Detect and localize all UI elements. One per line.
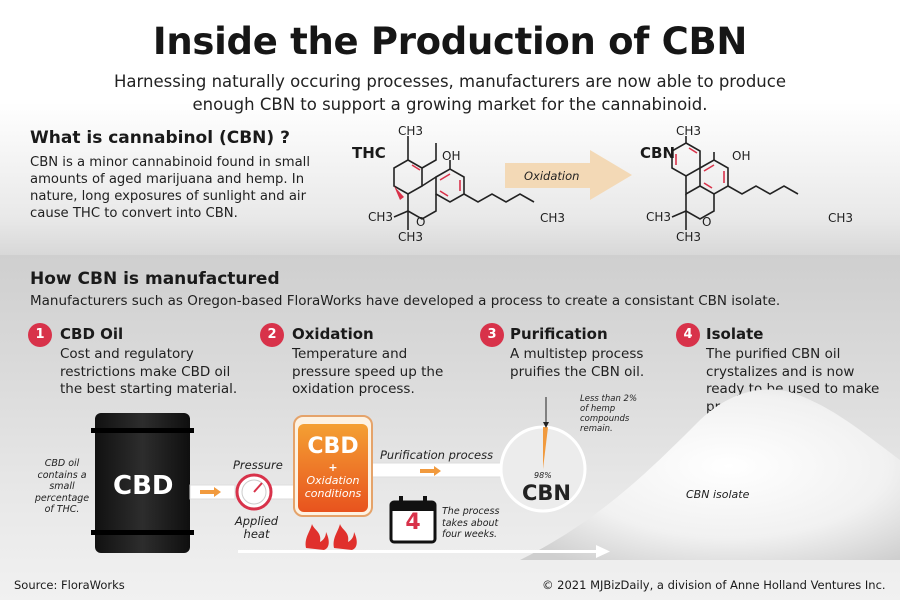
step-3-title: Purification bbox=[510, 325, 608, 343]
step-1-number: 1 bbox=[28, 323, 52, 347]
thc-ch3-left: CH3 bbox=[368, 210, 394, 224]
step-3-body: A multistep process pruifies the CBN oil… bbox=[510, 346, 645, 380]
step-4-number: 4 bbox=[676, 323, 700, 347]
cbn-ch3-top: CH3 bbox=[676, 124, 702, 138]
cbn-ch3-chain: CH3 bbox=[828, 211, 854, 225]
step-2-title: Oxidation bbox=[292, 325, 374, 343]
tank-plus: + bbox=[328, 461, 338, 474]
calendar-digit: 4 bbox=[405, 510, 421, 535]
thc-o: O bbox=[416, 215, 426, 229]
tank-subtext: Oxidation conditions bbox=[304, 474, 362, 500]
cbn-oh: OH bbox=[732, 149, 751, 163]
page-subtitle: Harnessing naturally occuring processes,… bbox=[114, 72, 786, 114]
step-2-body: Temperature and pressure speed up the ox… bbox=[292, 346, 444, 397]
what-is-body: CBN is a minor cannabinoid found in smal… bbox=[30, 155, 311, 221]
cbn-ch3-left: CH3 bbox=[646, 210, 672, 224]
pressure-label: Pressure bbox=[233, 458, 283, 472]
step-1-body: Cost and regulatory restrictions make CB… bbox=[60, 346, 238, 397]
step-2-number: 2 bbox=[260, 323, 284, 347]
cbn-label: CBN bbox=[640, 144, 675, 162]
tank-label: CBD bbox=[307, 434, 359, 459]
step-4-body: The purified CBN oil crystalizes and is … bbox=[706, 346, 880, 415]
cbn-o: O bbox=[702, 215, 712, 229]
oxidation-arrow-label: Oxidation bbox=[524, 169, 580, 183]
purification-label: Purification process bbox=[380, 448, 494, 462]
applied-heat-label: Applied heat bbox=[234, 514, 279, 541]
how-heading: How CBN is manufactured bbox=[30, 269, 280, 289]
thc-ch3-bottom: CH3 bbox=[398, 230, 424, 244]
page-title: Inside the Production of CBN bbox=[152, 20, 748, 63]
step-4-title: Isolate bbox=[706, 325, 764, 343]
source-footer: Source: FloraWorks bbox=[14, 578, 125, 592]
barrel-note: CBD oil contains a small percentage of T… bbox=[34, 458, 90, 515]
copyright-footer: © 2021 MJBizDaily, a division of Anne Ho… bbox=[542, 578, 886, 592]
how-body: Manufacturers such as Oregon-based Flora… bbox=[30, 293, 781, 309]
step-1-title: CBD Oil bbox=[60, 325, 124, 343]
pie-percent: 98% bbox=[534, 471, 552, 480]
isolate-label: CBN isolate bbox=[686, 488, 750, 501]
hemp-note: Less than 2% of hemp compounds remain. bbox=[580, 394, 638, 434]
thc-label: THC bbox=[352, 144, 386, 162]
thc-ch3-top: CH3 bbox=[398, 124, 424, 138]
thc-oh: OH bbox=[442, 149, 461, 163]
what-is-heading: What is cannabinol (CBN) ? bbox=[30, 128, 290, 148]
cbn-ch3-bottom: CH3 bbox=[676, 230, 702, 244]
pie-label: CBN bbox=[522, 481, 571, 505]
top-background bbox=[0, 0, 900, 255]
thc-ch3-chain: CH3 bbox=[540, 211, 566, 225]
step-3-number: 3 bbox=[480, 323, 504, 347]
calendar-note: The process takes about four weeks. bbox=[442, 506, 500, 540]
barrel-label: CBD bbox=[113, 471, 174, 501]
